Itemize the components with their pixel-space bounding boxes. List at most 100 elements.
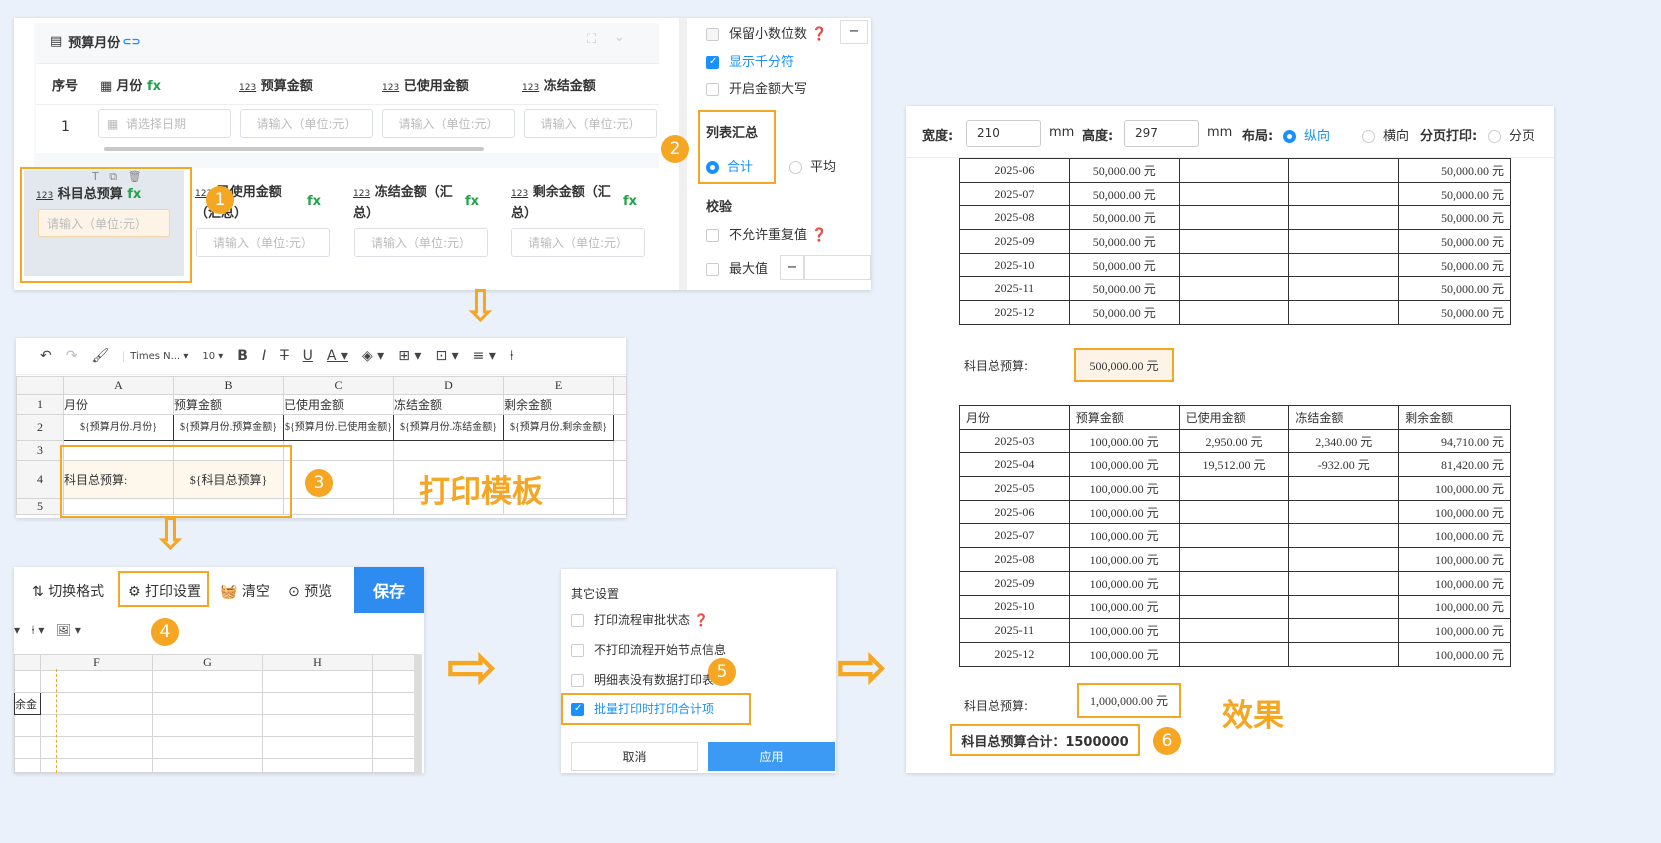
opt-show-thousands[interactable]: 显示千分符 (706, 51, 794, 70)
redo-icon[interactable]: ↷ (65, 348, 78, 364)
table-cell (1178, 229, 1290, 254)
undo-icon[interactable]: ↶ (40, 348, 52, 364)
print-settings-button[interactable]: ⚙ 打印设置 (128, 584, 202, 600)
row-header[interactable]: 3 (16, 440, 64, 461)
cancel-button[interactable]: 取消 (571, 742, 698, 771)
col-header[interactable]: D (393, 376, 504, 395)
opt-empty-detail[interactable]: 明细表没有数据打印表 (571, 671, 714, 688)
cell[interactable]: ${预算月份.已使用金额} (283, 414, 394, 441)
cell[interactable]: 科目总预算: (63, 460, 174, 499)
clear-button[interactable]: 🧺 清空 (220, 584, 270, 600)
valign-icon[interactable]: ⍿ (509, 348, 514, 364)
decimals-minus[interactable]: − (840, 20, 868, 44)
opt-no-start-node[interactable]: 不打印流程开始节点信息 (571, 641, 726, 658)
fx-icon[interactable]: fx (307, 194, 322, 209)
cell[interactable]: 月份 (63, 394, 174, 415)
cell[interactable]: ${预算月份.月份} (63, 414, 174, 441)
frozen-sum-input[interactable]: 请输入（单位:元） (354, 228, 488, 257)
opt-no-dup[interactable]: 不允许重复值 ❓ (706, 224, 827, 243)
cell[interactable]: ${科目总预算} (173, 460, 284, 499)
frozen-input[interactable]: 请输入（单位:元） (524, 109, 657, 138)
dialog-title: 其它设置 (571, 587, 620, 601)
cell[interactable]: ${预算月份.预算金额} (173, 414, 284, 441)
fx-icon[interactable]: fx (465, 194, 480, 209)
border-icon[interactable]: ⊞ ▾ (398, 348, 422, 364)
row-header[interactable]: 4 (16, 460, 64, 499)
col-header[interactable]: H (262, 654, 373, 671)
font-size-select[interactable]: 10 ▾ (202, 350, 224, 362)
opt-keep-decimals[interactable]: 保留小数位数 ❓ (706, 23, 827, 42)
expand-icon[interactable]: ⛶ (587, 32, 597, 47)
delete-icon[interactable]: 🗑 (127, 170, 142, 183)
valign-icon[interactable]: ⍿ ▾ (31, 623, 45, 637)
col-header[interactable]: F (40, 654, 153, 671)
max-input[interactable] (804, 255, 871, 280)
row-header[interactable]: 1 (16, 394, 64, 415)
height-input[interactable]: 297 (1124, 120, 1199, 147)
sheet-grid[interactable]: A B C D E 1 月份 预算金额 已使用金额 冻结金额 剩余金额 2 ${… (16, 376, 627, 515)
print-preview-panel: 宽度: 210 mm 高度: 297 mm 布局: 纵向 横向 分页打印: 分页… (906, 106, 1554, 773)
radio-paging[interactable]: 分页 (1488, 125, 1535, 144)
editor-toolbar-panel: ⇅ 切换格式 ⚙ 打印设置 🧺 清空 ⊙ 预览 保存 ▾ ⍿ ▾ 🖼 ▾ F G… (14, 567, 424, 773)
col-header[interactable]: B (173, 376, 284, 395)
format-painter-icon[interactable]: 🖌 (91, 348, 110, 364)
cell[interactable]: ${预算月份.剩余金额} (503, 414, 614, 441)
highlight-4 (118, 571, 209, 607)
col-header[interactable]: E (503, 376, 614, 395)
align-icon[interactable]: ≡ ▾ (472, 348, 496, 364)
fx-icon[interactable]: fx (623, 194, 638, 209)
max-minus[interactable]: − (780, 255, 804, 280)
apply-button[interactable]: 应用 (708, 742, 835, 771)
cell[interactable]: 冻结金额 (393, 394, 504, 415)
used-sum-input[interactable]: 请输入（单位:元） (196, 228, 330, 257)
chevron-down-icon[interactable]: ⌄ (614, 30, 625, 45)
radio-landscape[interactable]: 横向 (1362, 125, 1409, 144)
radio-sum[interactable]: 合计 (706, 156, 753, 175)
date-input[interactable]: ▦ 请选择日期 (98, 109, 231, 138)
merge-icon[interactable]: ⊡ ▾ (435, 348, 459, 364)
underline-icon[interactable]: U (302, 348, 313, 364)
opt-batch-print-total[interactable]: 批量打印时打印合计项 (571, 700, 714, 717)
cell[interactable]: 剩余金额 (503, 394, 614, 415)
save-button[interactable]: 保存 (354, 567, 424, 613)
col-header[interactable]: C (283, 376, 394, 395)
width-input[interactable]: 210 (966, 120, 1041, 147)
used-input[interactable]: 请输入（单位:元） (382, 109, 515, 138)
total-budget-input[interactable]: 请输入（单位:元） (38, 209, 170, 237)
cell[interactable]: ${预算月份.冻结金额} (393, 414, 504, 441)
remain-sum-input[interactable]: 请输入（单位:元） (511, 228, 645, 257)
radio-portrait[interactable]: 纵向 (1283, 125, 1330, 144)
height-unit: mm (1207, 125, 1233, 140)
text-icon[interactable]: T (92, 170, 99, 183)
row-header[interactable]: 2 (16, 414, 64, 441)
col-header[interactable]: G (152, 654, 263, 671)
strikethrough-icon[interactable]: T (280, 348, 289, 364)
radio-avg[interactable]: 平均 (789, 156, 836, 175)
col-header[interactable]: A (63, 376, 174, 395)
cell[interactable]: 预算金额 (173, 394, 284, 415)
fill-color-icon[interactable]: ◈ ▾ (361, 348, 385, 364)
font-color-icon[interactable]: A ▾ (326, 348, 348, 364)
copy-icon[interactable]: ⧉ (109, 170, 118, 183)
italic-icon[interactable]: I (261, 348, 267, 364)
preview-button[interactable]: ⊙ 预览 (288, 584, 333, 600)
table-cell: 2,950.00 元 (1178, 428, 1290, 454)
table-cell (1288, 570, 1400, 596)
opt-max[interactable]: 最大值 (706, 258, 768, 277)
bold-icon[interactable]: B (237, 348, 248, 364)
opt-uppercase[interactable]: 开启金额大写 (706, 78, 807, 97)
table-cell: 100,000.00 元 (1398, 547, 1511, 572)
link-icon: ⊂⊃ (122, 35, 141, 48)
switch-format-button[interactable]: ⇅ 切换格式 (32, 584, 105, 600)
image-icon[interactable]: 🖼 ▾ (55, 623, 81, 637)
v-scrollbar[interactable] (414, 654, 422, 773)
cell[interactable]: 已使用金额 (283, 394, 394, 415)
table-cell (1288, 547, 1400, 572)
budget-input[interactable]: 请输入（单位:元） (240, 109, 373, 138)
sheet-grid-2[interactable]: F G H 余金 (14, 654, 415, 773)
opt-print-approval[interactable]: 打印流程审批状态 ❓ (571, 611, 709, 628)
cell[interactable]: 余金 (14, 692, 41, 715)
row-header[interactable]: 5 (16, 498, 64, 515)
h-scrollbar[interactable] (104, 147, 484, 151)
font-select[interactable]: Times N... ▾ (123, 350, 188, 362)
